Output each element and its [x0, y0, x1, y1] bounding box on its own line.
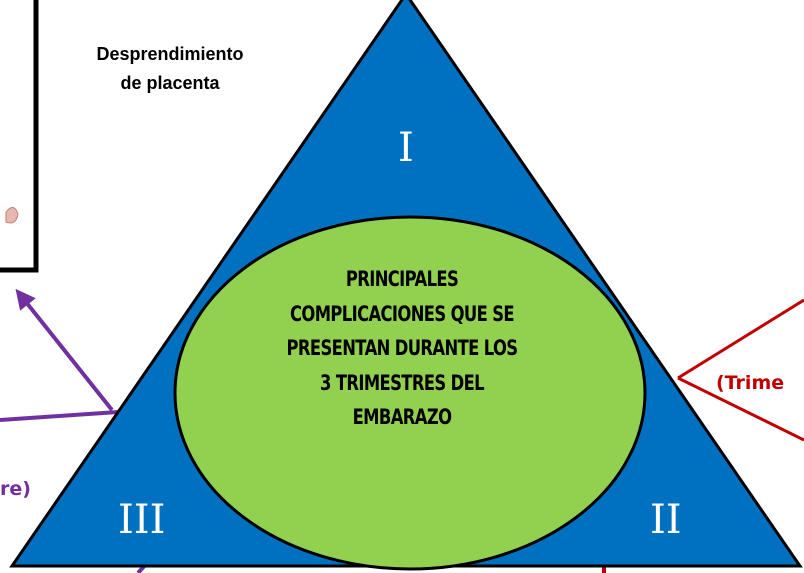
edge-label-left: re)	[0, 478, 31, 500]
center-title: PRINCIPALES COMPLICACIONES QUE SE PRESEN…	[269, 262, 534, 435]
left-arrow	[15, 288, 114, 412]
edge-label-right: (Trime	[716, 372, 785, 394]
center-title-line: COMPLICACIONES QUE SE	[290, 301, 515, 326]
placenta-label: Desprendimiento de placenta	[60, 40, 280, 98]
placenta-label-line: de placenta	[120, 72, 220, 93]
image-fragment	[5, 207, 19, 224]
right-line-upper	[677, 298, 804, 380]
center-title-line: EMBARAZO	[352, 405, 452, 429]
center-title-line: 3 TRIMESTRES DEL	[320, 370, 485, 395]
vertex-label-bottom-left: III	[118, 497, 166, 543]
left-connector	[0, 410, 119, 422]
image-frame	[0, 0, 39, 273]
center-title-line: PRESENTAN DURANTE LOS	[286, 336, 519, 360]
vertex-label-top: I	[398, 125, 414, 171]
placenta-label-line: Desprendimiento	[96, 44, 244, 64]
center-ellipse	[173, 215, 647, 571]
center-title-line: PRINCIPALES	[345, 267, 459, 291]
right-line-lower	[677, 376, 804, 442]
vertex-label-bottom-right: II	[650, 497, 682, 543]
